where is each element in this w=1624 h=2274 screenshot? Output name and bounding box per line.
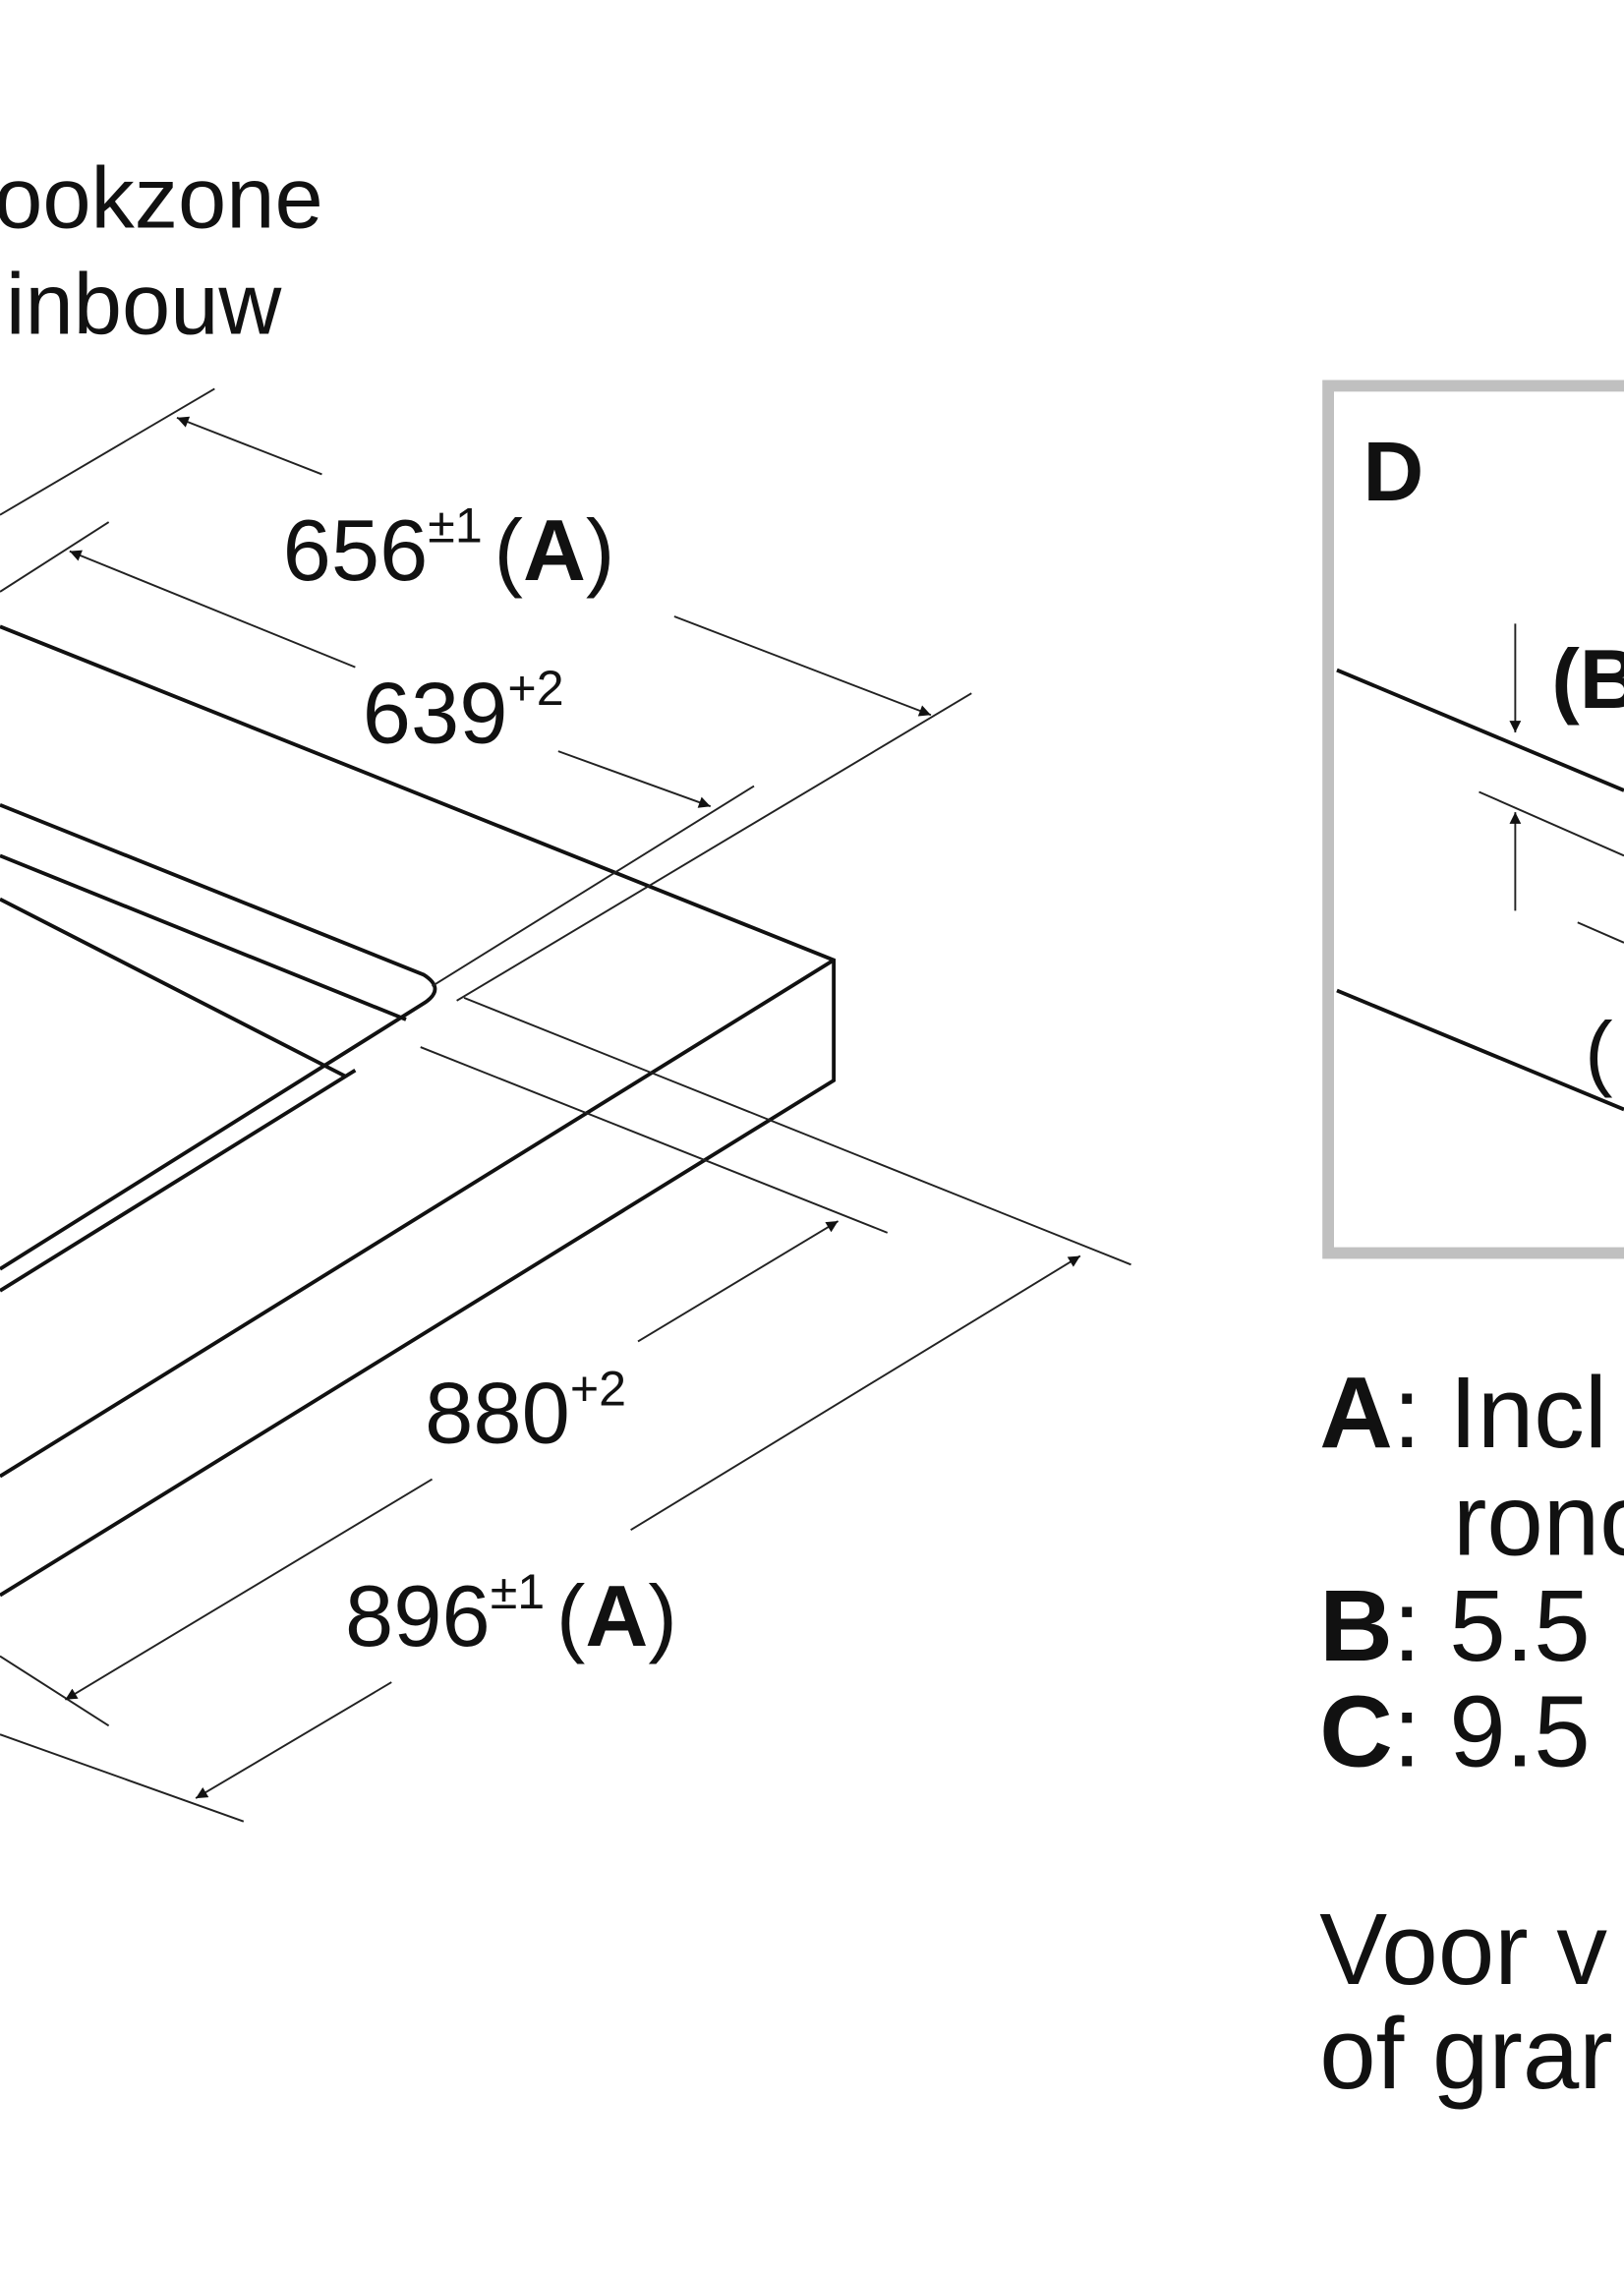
svg-text:A: Incl: A: Incl [1319, 1356, 1607, 1469]
svg-text:of grar: of grar [1319, 1997, 1612, 2110]
dimension-656: 656±1(A) [176, 416, 932, 717]
detail-d-panel: D (B ( [1322, 379, 1624, 1259]
svg-text:C: 9.5: C: 9.5 [1319, 1675, 1590, 1788]
svg-text:Voor v: Voor v [1319, 1893, 1607, 2006]
c-callout: ( [1585, 1006, 1612, 1099]
svg-text:896±1(A): 896±1(A) [345, 1564, 677, 1664]
svg-text:B: 5.5: B: 5.5 [1319, 1569, 1590, 1682]
svg-text:880+2: 880+2 [425, 1361, 626, 1461]
svg-text:ronc: ronc [1453, 1463, 1624, 1576]
title-line-1: ookzone [0, 149, 323, 247]
extension-lines [0, 387, 1131, 1823]
dimension-880: 880+2 [64, 1220, 840, 1701]
dimension-896: 896±1(A) [195, 1254, 1081, 1799]
title-line-2: inbouw [6, 255, 283, 352]
detail-label: D [1363, 426, 1424, 519]
b-callout: (B [1551, 633, 1624, 727]
svg-text:639+2: 639+2 [363, 661, 564, 761]
countertop-outline [0, 624, 837, 1598]
legend: A: Incl ronc B: 5.5 C: 9.5 Voor v of gra… [1319, 1356, 1624, 2110]
dimension-639: 639+2 [69, 550, 712, 808]
svg-text:656±1(A): 656±1(A) [283, 498, 615, 599]
